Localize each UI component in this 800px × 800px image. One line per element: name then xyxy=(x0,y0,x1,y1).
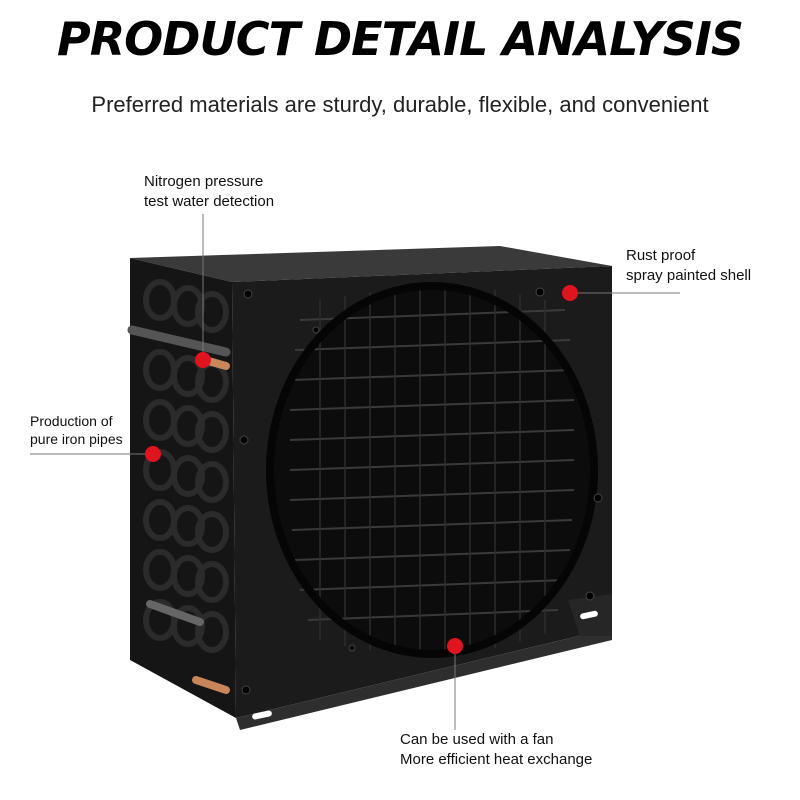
fan-ring-edge xyxy=(266,282,598,658)
marker-fan xyxy=(447,638,463,654)
marker-nitrogen xyxy=(195,352,211,368)
condenser-top-panel xyxy=(130,246,612,282)
marker-rust xyxy=(562,285,578,301)
callout-rust-line2: spray painted shell xyxy=(626,267,752,284)
header-pipe xyxy=(127,325,231,357)
mounting-flange xyxy=(236,628,612,730)
fin-verticals xyxy=(319,288,546,654)
callout-nitrogen: Nitrogen pressure test water detection xyxy=(144,172,274,212)
callout-fan-line2: More efficient heat exchange xyxy=(400,751,593,768)
leader-lines xyxy=(30,214,680,730)
lower-pipe xyxy=(146,600,204,626)
callout-iron: Production of pure iron pipes xyxy=(30,412,123,448)
page-subtitle: Preferred materials are sturdy, durable,… xyxy=(91,92,709,117)
callout-rust: Rust proof spray painted shell xyxy=(626,246,751,286)
coil-loops xyxy=(143,279,229,653)
callout-nitrogen-line2: test water detection xyxy=(144,193,275,210)
page-title: PRODUCT DETAIL ANALYSIS xyxy=(57,12,744,66)
callout-iron-line1: Production of xyxy=(30,413,113,429)
callout-fan-line1: Can be used with a fan xyxy=(400,731,554,748)
foot-slot-right xyxy=(580,610,598,620)
callout-fan: Can be used with a fan More efficient he… xyxy=(400,730,592,770)
foot-slot-left xyxy=(252,710,272,720)
screws xyxy=(239,287,603,695)
callout-rust-line1: Rust proof xyxy=(626,247,696,264)
callout-iron-line2: pure iron pipes xyxy=(30,431,123,447)
copper-pipe-bottom xyxy=(192,676,230,694)
marker-iron xyxy=(145,446,161,462)
callout-nitrogen-line1: Nitrogen pressure xyxy=(144,173,264,190)
